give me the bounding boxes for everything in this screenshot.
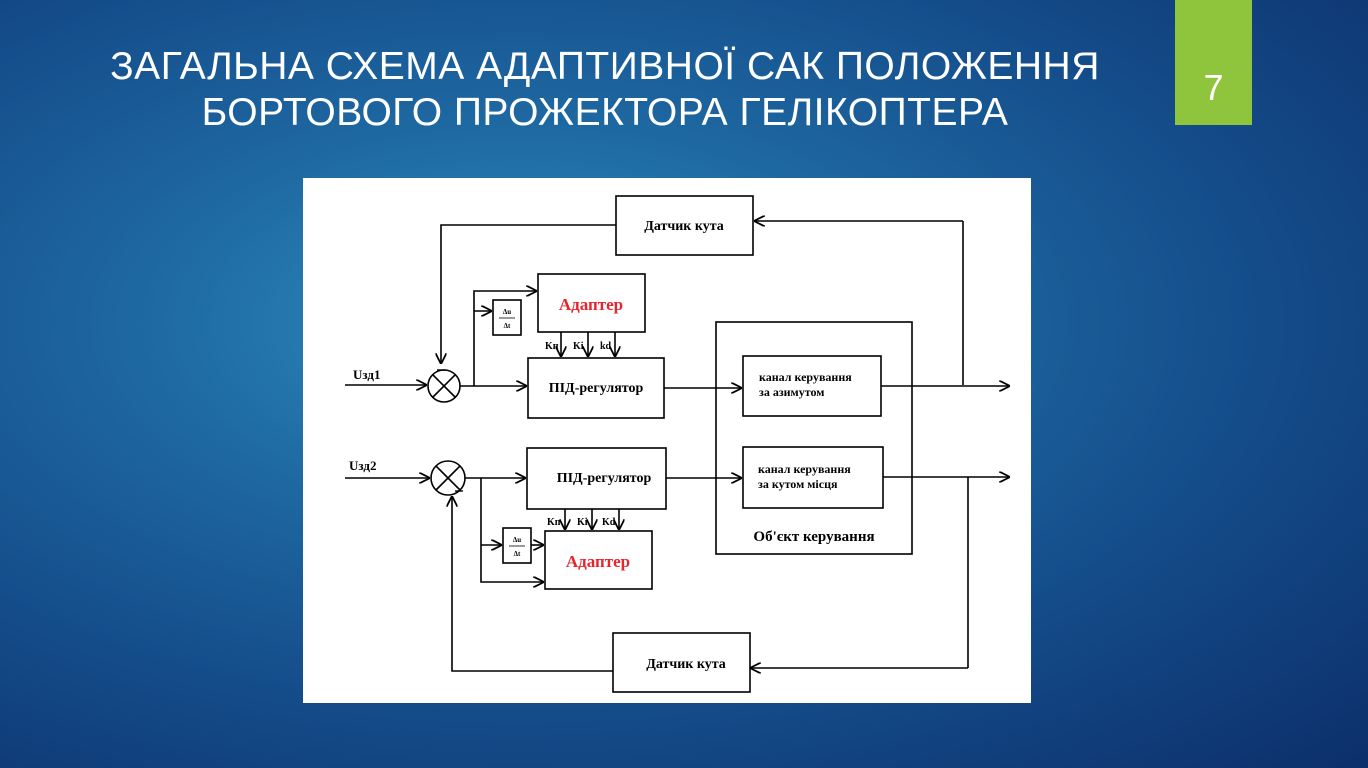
block-diagram-svg: Датчик кута Адаптер Uзд1 ПІД-регулятор K… — [345, 195, 1031, 693]
slide-title: ЗАГАЛЬНА СХЕМА АДАПТИВНОЇ САК ПОЛОЖЕННЯ … — [60, 44, 1150, 136]
slide-title-line-2: БОРТОВОГО ПРОЖЕКТОРА ГЕЛІКОПТЕРА — [201, 91, 1009, 134]
gain-kp-top: Kп — [545, 341, 559, 352]
deriv-bottom-den: Δt — [514, 550, 521, 558]
angle-sensor-bottom-label: Датчик кута — [646, 657, 726, 672]
adapter-bottom-box — [544, 530, 653, 590]
channel-azimuth-line-2: за азимутом — [759, 385, 824, 399]
sensor-top-to-sum — [441, 224, 616, 363]
slide-number: 7 — [1203, 66, 1224, 108]
angle-sensor-top-label: Датчик кута — [644, 219, 724, 234]
channel-azimuth-line-1: канал керування — [759, 370, 852, 384]
plant-box — [715, 321, 913, 555]
adapter-top-box — [537, 273, 646, 333]
adapter-bottom-label: Адаптер — [566, 552, 630, 571]
plant-label: Об'єкт керування — [753, 529, 874, 545]
derivative-box-top — [492, 299, 522, 336]
branch-to-adapter-top — [473, 291, 536, 386]
pid-top-label: ПІД-регулятор — [549, 381, 644, 396]
gain-ki-top: Ki — [573, 341, 584, 352]
input-1-label: Uзд1 — [353, 367, 380, 382]
slide-title-line-1: ЗАГАЛЬНА СХЕМА АДАПТИВНОЇ САК ПОЛОЖЕННЯ — [110, 45, 1100, 88]
deriv-top-num: Δu — [503, 308, 511, 316]
pid-bottom-label: ПІД-регулятор — [557, 471, 652, 486]
gain-kp-bottom: Kп — [547, 517, 561, 528]
input-2-label: Uзд2 — [349, 458, 376, 473]
gain-ki-bottom: Ki — [577, 517, 588, 528]
deriv-top-den: Δt — [504, 322, 511, 330]
sensor-bottom-to-sum — [452, 497, 613, 672]
gain-kd-top: kd — [600, 341, 612, 352]
adapter-top-label: Адаптер — [559, 295, 623, 314]
channel-elevation-line-2: за кутом місця — [758, 477, 838, 491]
slide-number-badge: 7 — [1175, 0, 1252, 125]
branch-to-adapter-bottom — [480, 478, 543, 582]
channel-elevation-line-1: канал керування — [758, 462, 851, 476]
block-diagram: Датчик кута Адаптер Uзд1 ПІД-регулятор K… — [303, 178, 1031, 703]
gain-kd-bottom: Kd — [602, 517, 616, 528]
angle-sensor-bottom-box — [612, 632, 751, 693]
deriv-bottom-num: Δu — [513, 536, 521, 544]
